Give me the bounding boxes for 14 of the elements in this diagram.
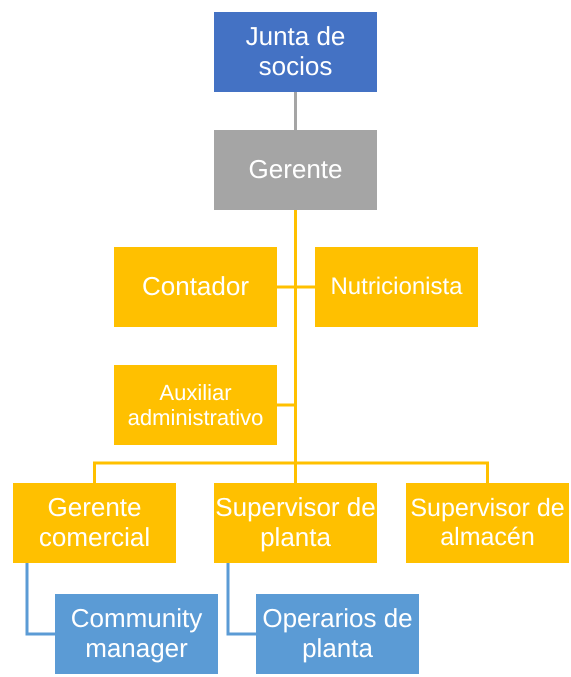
connector-line (294, 210, 489, 483)
org-box: Community manager (55, 594, 218, 674)
org-box: Gerente comercial (13, 483, 176, 563)
org-box: Operarios de planta (256, 594, 419, 674)
connector-line (26, 563, 55, 636)
org-box: Nutricionista (315, 247, 478, 327)
connector-line (226, 563, 256, 636)
org-box: Gerente (214, 130, 377, 210)
org-box: Junta de socios (214, 12, 377, 92)
org-box: Contador (114, 247, 277, 327)
org-box: Supervisor de almacén (406, 483, 569, 563)
org-box: Supervisor de planta (214, 483, 377, 563)
connector-line (294, 92, 297, 130)
org-box: Auxiliar administrativo (114, 365, 277, 445)
